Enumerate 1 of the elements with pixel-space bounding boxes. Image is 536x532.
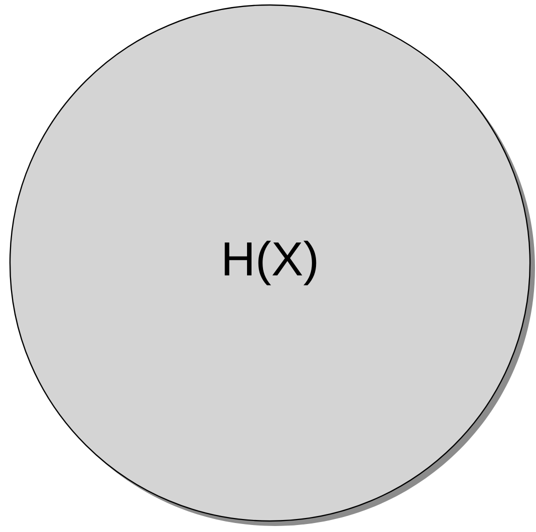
circle-node: H(X) (9, 4, 535, 526)
